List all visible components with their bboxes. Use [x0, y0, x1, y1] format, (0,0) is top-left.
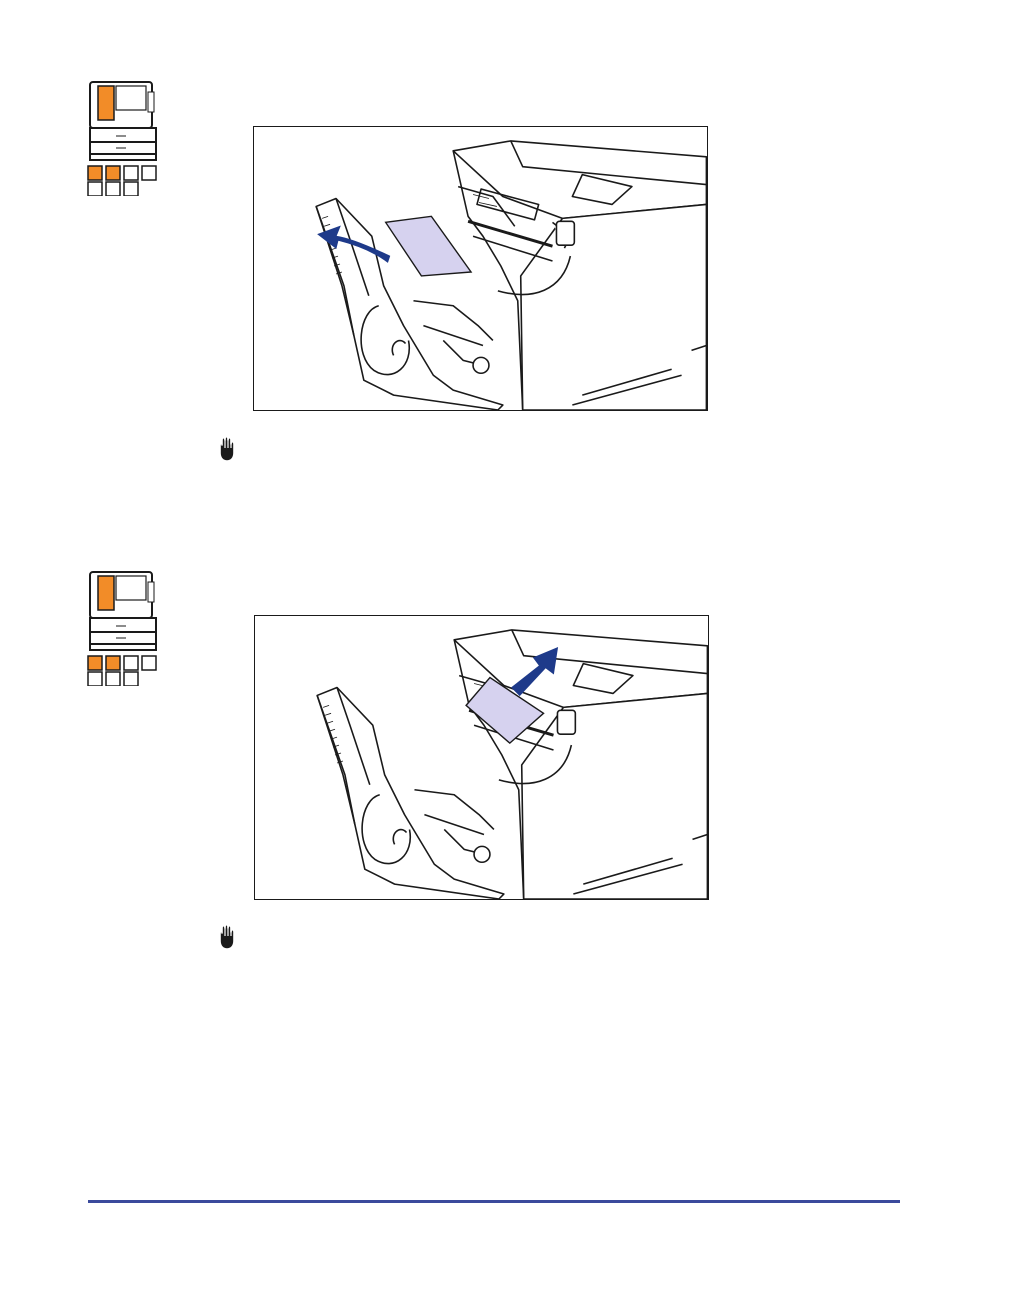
printer-location-icon	[86, 80, 160, 196]
figure-remove-paper-from-top	[254, 615, 709, 900]
important-hand-icon	[216, 924, 238, 950]
jammed-paper	[386, 216, 471, 276]
printer-illustration-1	[254, 127, 707, 410]
important-hand-icon	[216, 436, 238, 462]
footer-rule	[88, 1200, 900, 1203]
printer-location-icon	[86, 570, 160, 686]
printer-illustration-2	[255, 616, 708, 899]
figure-remove-paper-from-rear	[253, 126, 708, 411]
